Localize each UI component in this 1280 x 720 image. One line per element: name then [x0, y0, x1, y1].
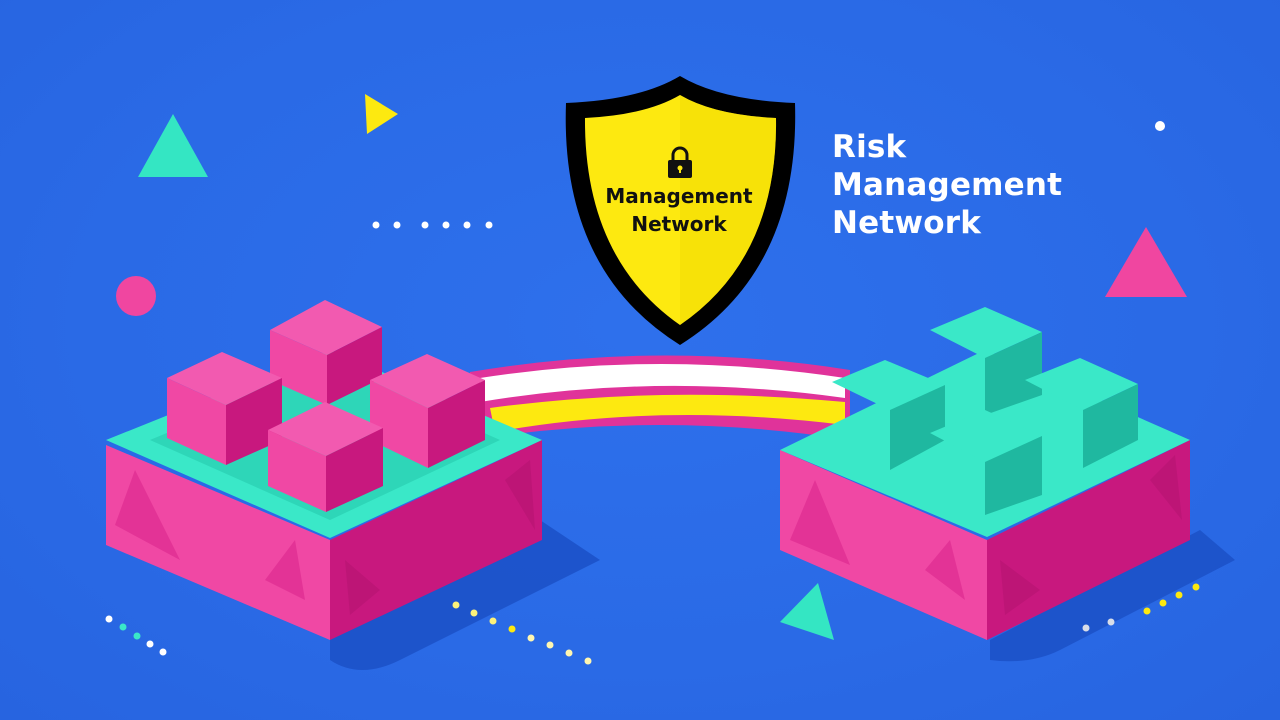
center-dots [452, 601, 592, 665]
pink-triangle-icon [1105, 227, 1187, 297]
left-dots [105, 615, 167, 656]
shield-label: Management Network [566, 182, 792, 238]
title-line-1: Risk [832, 129, 907, 165]
teal-triangle-icon [138, 114, 208, 177]
right-dots [1082, 583, 1200, 632]
title-line-3: Network [832, 205, 982, 241]
left-shadow [330, 520, 600, 670]
right-shadow [990, 530, 1235, 662]
white-dots-row [372, 221, 493, 229]
shield-icon [565, 76, 796, 345]
lock-icon [668, 146, 692, 178]
white-dot-icon [1155, 121, 1165, 131]
pink-cube [370, 354, 485, 468]
pink-circle-icon [116, 276, 156, 316]
shield-label-line2: Network [631, 212, 727, 236]
pink-cube [268, 402, 383, 512]
title-line-2: Management [832, 167, 1063, 203]
shield-label-line1: Management [605, 184, 753, 208]
yellow-play-triangle-icon [365, 94, 398, 134]
pink-cube [270, 300, 382, 405]
left-block [106, 300, 542, 640]
teal-small-triangle-icon [780, 583, 834, 640]
bridge-arc [470, 355, 850, 440]
page-title: Risk Management Network [832, 128, 1062, 242]
right-block [780, 307, 1190, 640]
